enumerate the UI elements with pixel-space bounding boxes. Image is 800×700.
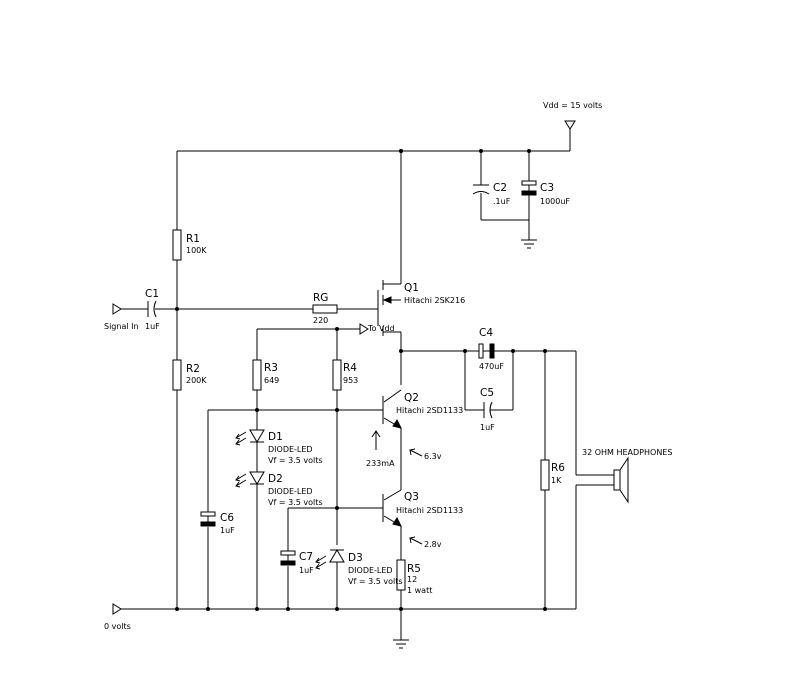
q3-voltage: 2.8v <box>424 540 442 549</box>
q1-part: Hitachi 2SK216 <box>404 296 465 305</box>
r4-value: 953 <box>343 376 358 385</box>
supply-label: Vdd = 15 volts <box>543 101 602 110</box>
c3-ref: C3 <box>540 182 554 194</box>
d2-vf: Vf = 3.5 volts <box>268 498 323 507</box>
capacitor-c6: C6 1uF <box>200 511 235 535</box>
r6-value: 1K <box>551 476 562 485</box>
d1-type: DIODE-LED <box>268 445 313 454</box>
c1-value: 1uF <box>145 322 160 331</box>
c5-ref: C5 <box>480 387 494 399</box>
headphones-label: 32 OHM HEADPHONES <box>582 448 672 457</box>
to-vdd-arrow: To Vdd <box>359 323 395 335</box>
resistor-r1: R1 100K <box>172 229 207 261</box>
d3-light-arrows <box>315 555 327 570</box>
r2-ref: R2 <box>186 363 200 375</box>
r1-value: 100K <box>186 246 207 255</box>
vdd-terminal: Vdd = 15 volts <box>543 101 602 130</box>
bjt-q3: Q3 Hitachi 2SD1133 <box>382 489 463 527</box>
resistor-r5: R5 12 1 watt <box>396 559 432 595</box>
q2-current: 233mA <box>366 459 395 468</box>
c6-ref: C6 <box>220 512 234 524</box>
d3-ref: D3 <box>348 552 363 564</box>
d2-ref: D2 <box>268 473 283 485</box>
resistor-r4: R4 953 <box>332 359 358 391</box>
ground-symbol-c2c3 <box>521 239 537 249</box>
d3-type: DIODE-LED <box>348 566 393 575</box>
c4-ref: C4 <box>479 327 493 339</box>
current-probe-q2: 233mA <box>366 430 395 468</box>
r1-ref: R1 <box>186 233 200 245</box>
r2-value: 200K <box>186 376 207 385</box>
voltage-probe-q3: 2.8v <box>409 536 442 549</box>
r5-value: 12 <box>407 575 417 584</box>
junctions <box>175 149 547 611</box>
capacitor-c5: C5 1uF <box>480 387 495 432</box>
ground-label: 0 volts <box>104 622 131 631</box>
signal-in-label: Signal In <box>104 322 139 331</box>
q2-part: Hitachi 2SD1133 <box>396 406 463 415</box>
to-vdd-label: To Vdd <box>367 324 395 333</box>
capacitor-c7: C7 1uF <box>280 550 314 575</box>
q3-part: Hitachi 2SD1133 <box>396 506 463 515</box>
voltage-probe-q2: 6.3v <box>409 448 442 461</box>
headphones-speaker-icon: 32 OHM HEADPHONES <box>582 448 672 504</box>
c7-value: 1uF <box>299 566 314 575</box>
led-d3: D3 DIODE-LED Vf = 3.5 volts <box>315 549 403 586</box>
d3-vf: Vf = 3.5 volts <box>348 577 403 586</box>
resistor-rg: RG 220 <box>312 292 338 325</box>
signal-in-terminal: Signal In <box>104 303 139 331</box>
capacitor-c4: C4 470uF <box>478 327 504 371</box>
rg-value: 220 <box>313 316 328 325</box>
led-d2: D2 DIODE-LED Vf = 3.5 volts <box>235 471 323 507</box>
q3-ref: Q3 <box>404 491 419 503</box>
wires <box>121 128 614 640</box>
q2-voltage: 6.3v <box>424 452 442 461</box>
ground-terminal: 0 volts <box>104 603 131 631</box>
d1-ref: D1 <box>268 431 283 443</box>
capacitor-c2: C2 .1uF <box>472 182 511 206</box>
mosfet-q1: Q1 Hitachi 2SK216 <box>377 280 465 336</box>
c7-ref: C7 <box>299 551 313 563</box>
resistor-r3: R3 649 <box>252 359 279 391</box>
c5-value: 1uF <box>480 423 495 432</box>
resistor-r2: R2 200K <box>172 359 207 391</box>
c2-value: .1uF <box>493 197 511 206</box>
q2-ref: Q2 <box>404 392 419 404</box>
c4-value: 470uF <box>479 362 504 371</box>
ground-symbol-main <box>393 639 409 649</box>
c2-ref: C2 <box>493 182 507 194</box>
d2-light-arrows <box>235 473 247 488</box>
c3-value: 1000uF <box>540 197 570 206</box>
capacitor-c3: C3 1000uF <box>521 180 570 206</box>
d1-light-arrows <box>235 431 247 446</box>
r5-ref: R5 <box>407 563 421 575</box>
d2-type: DIODE-LED <box>268 487 313 496</box>
d1-vf: Vf = 3.5 volts <box>268 456 323 465</box>
capacitor-c1: C1 1uF <box>145 288 160 331</box>
r5-rating: 1 watt <box>407 586 432 595</box>
r3-value: 649 <box>264 376 279 385</box>
c6-value: 1uF <box>220 526 235 535</box>
q1-ref: Q1 <box>404 282 419 294</box>
r3-ref: R3 <box>264 362 278 374</box>
led-d1: D1 DIODE-LED Vf = 3.5 volts <box>235 429 323 465</box>
resistor-r6: R6 1K <box>540 459 565 491</box>
r4-ref: R4 <box>343 362 357 374</box>
c1-ref: C1 <box>145 288 159 300</box>
rg-ref: RG <box>313 292 328 304</box>
bjt-q2: Q2 Hitachi 2SD1133 <box>382 389 463 429</box>
r6-ref: R6 <box>551 462 565 474</box>
